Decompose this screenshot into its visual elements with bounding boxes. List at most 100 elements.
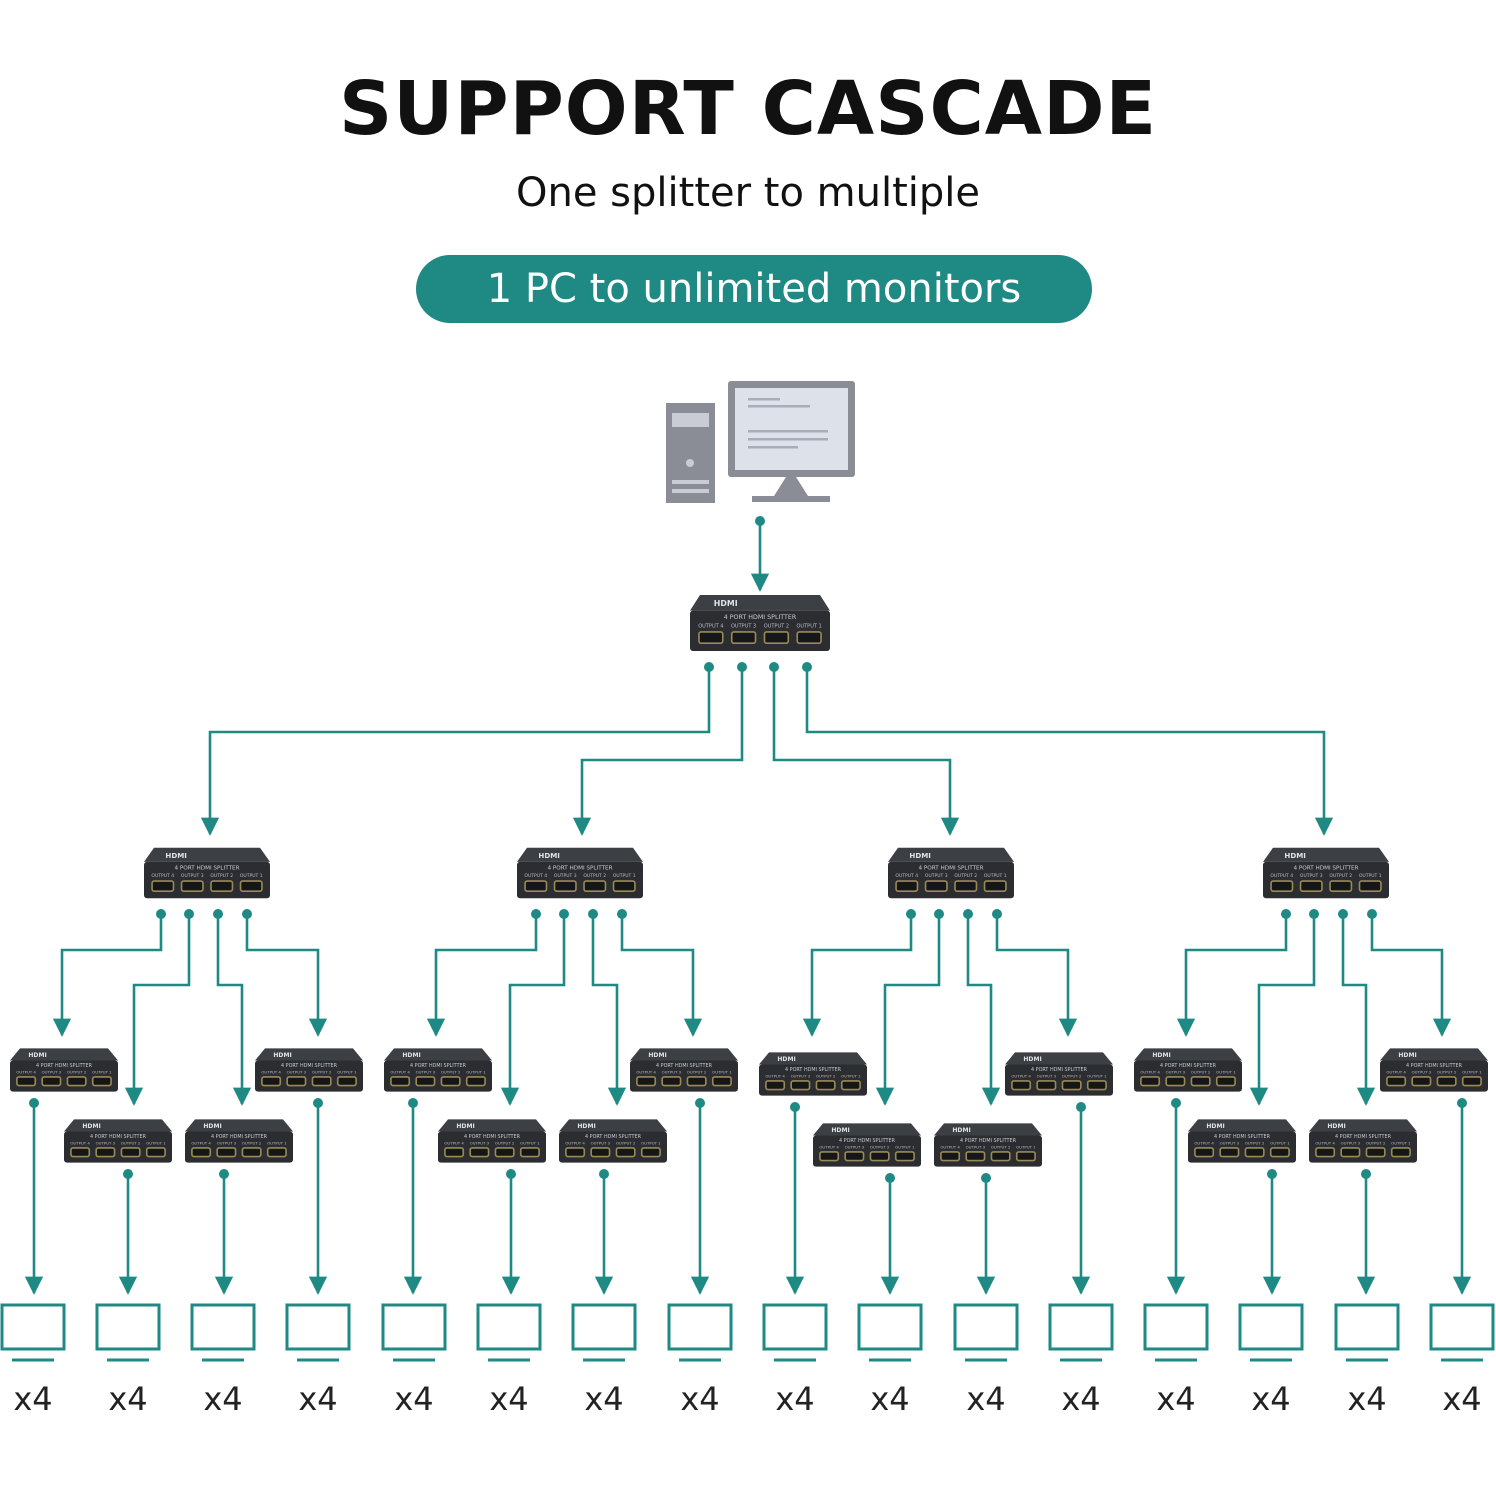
monitor-count-label: x4 — [489, 1380, 528, 1418]
splitter-model-label: 4 PORT HDMI SPLITTER — [1293, 865, 1358, 871]
cable-arrow — [52, 914, 163, 1037]
hdmi-port-icon — [311, 1076, 332, 1087]
splitter-top-face — [517, 847, 643, 862]
monitor-screen — [95, 1303, 161, 1351]
splitter-brand-logo: HDMI — [1206, 1123, 1224, 1130]
screen-text-line — [748, 398, 780, 401]
splitter-front-face — [888, 861, 1014, 899]
splitter-port-label: OUTPUT 2 — [1062, 1073, 1082, 1078]
splitter-port-label: OUTPUT 1 — [337, 1069, 357, 1074]
hdmi-port-icon — [494, 1147, 515, 1158]
hdmi-port-icon — [266, 1147, 287, 1158]
splitter-port-label: OUTPUT 3 — [662, 1069, 682, 1074]
hdmi-port-icon — [815, 1080, 836, 1091]
cable-arrow — [124, 914, 191, 1106]
splitter-port-label: OUTPUT 1 — [1016, 1144, 1036, 1149]
splitter-top-face — [1309, 1119, 1417, 1132]
splitter-model-label: 4 PORT HDMI SPLITTER — [211, 1134, 268, 1140]
monitor-icon: x4 — [285, 1303, 351, 1418]
splitter-port-label: OUTPUT 1 — [1270, 1140, 1290, 1145]
hdmi-port-icon — [145, 1147, 166, 1158]
splitter-front-face — [813, 1135, 921, 1167]
monitor-count-label: x4 — [966, 1380, 1005, 1418]
splitter-port-label: OUTPUT 4 — [261, 1069, 281, 1074]
hdmi-port-icon — [241, 1147, 262, 1158]
monitor-icon: x4 — [0, 1303, 66, 1418]
splitter-port-label: OUTPUT 4 — [1194, 1140, 1214, 1145]
splitter-port-label: OUTPUT 3 — [731, 623, 756, 629]
monitor-screen — [381, 1303, 447, 1351]
hdmi-port-icon — [1140, 1076, 1161, 1087]
splitter-front-face — [64, 1131, 172, 1163]
hdmi-port-icon — [1190, 1076, 1211, 1087]
splitter-port-label: OUTPUT 2 — [441, 1069, 461, 1074]
monitor-screen — [571, 1303, 637, 1351]
hdmi-port-icon — [686, 1076, 707, 1087]
monitor-count-label: x4 — [584, 1380, 623, 1418]
hdmi-port-icon — [390, 1076, 411, 1087]
splitter-port-label: OUTPUT 1 — [613, 873, 636, 879]
monitor-screen — [285, 1303, 351, 1351]
splitter-port-label: OUTPUT 3 — [591, 1140, 611, 1145]
hdmi-port-icon — [1329, 880, 1353, 892]
splitter-top-face — [934, 1123, 1042, 1136]
cable-arrow — [802, 914, 913, 1037]
splitter-brand-logo: HDMI — [82, 1123, 100, 1130]
hdmi-port-icon — [1436, 1076, 1457, 1087]
hdmi-port-icon — [469, 1147, 490, 1158]
pc-vent — [672, 489, 709, 493]
hdmi-port-icon — [844, 1151, 865, 1162]
splitter-port-label: OUTPUT 2 — [764, 623, 789, 629]
cable-arrow — [572, 667, 744, 836]
splitter-port-label: OUTPUT 2 — [1245, 1140, 1265, 1145]
splitter-port-label: OUTPUT 4 — [1011, 1073, 1031, 1078]
splitter-port-label: OUTPUT 3 — [845, 1144, 865, 1149]
splitter-brand-logo: HDMI — [714, 599, 738, 608]
splitter-brand-logo: HDMI — [402, 1052, 420, 1059]
hdmi-port-icon — [1461, 1076, 1482, 1087]
monitor-icon: x4 — [1048, 1303, 1114, 1418]
splitter-port-label: OUTPUT 2 — [242, 1140, 262, 1145]
splitter-model-label: 4 PORT HDMI SPLITTER — [1335, 1134, 1392, 1140]
monitor-icon: x4 — [1143, 1303, 1209, 1418]
hdmi-port-icon — [1086, 1080, 1107, 1091]
splitter-port-label: OUTPUT 1 — [984, 873, 1007, 879]
hdmi-port-icon — [583, 880, 607, 892]
splitter-port-label: OUTPUT 4 — [1270, 873, 1293, 879]
splitter-port-label: OUTPUT 2 — [616, 1140, 636, 1145]
splitter-port-label: OUTPUT 1 — [796, 623, 821, 629]
splitter-port-label: OUTPUT 3 — [1166, 1069, 1186, 1074]
splitter-front-face — [1188, 1131, 1296, 1163]
monitor-screen — [1048, 1303, 1114, 1351]
splitter-port-label: OUTPUT 4 — [1140, 1069, 1160, 1074]
splitter-port-label: OUTPUT 3 — [966, 1144, 986, 1149]
hdmi-port-icon — [524, 880, 548, 892]
splitter-port-label: OUTPUT 1 — [895, 1144, 915, 1149]
hdmi-port-icon — [1219, 1147, 1240, 1158]
splitter-port-label: OUTPUT 1 — [1462, 1069, 1482, 1074]
splitter-top-face — [559, 1119, 667, 1132]
splitter-port-label: OUTPUT 3 — [96, 1140, 116, 1145]
hdmi-port-icon — [1270, 880, 1294, 892]
pc-monitor-screen — [735, 388, 848, 470]
hdmi-port-icon — [1365, 1147, 1386, 1158]
hdmi-port-icon — [698, 631, 724, 644]
hdmi-port-icon — [790, 1080, 811, 1091]
splitter-front-face — [690, 610, 830, 651]
splitter-port-label: OUTPUT 4 — [819, 1144, 839, 1149]
splitter-brand-logo: HDMI — [203, 1123, 221, 1130]
splitter-model-label: 4 PORT HDMI SPLITTER — [547, 865, 612, 871]
splitter-front-face — [559, 1131, 667, 1163]
hdmi-port-icon — [1411, 1076, 1432, 1087]
splitter-top-face — [1380, 1048, 1488, 1061]
splitter-port-label: OUTPUT 3 — [1300, 873, 1323, 879]
hdmi-port-icon — [1244, 1147, 1265, 1158]
splitter-port-label: OUTPUT 1 — [146, 1140, 166, 1145]
